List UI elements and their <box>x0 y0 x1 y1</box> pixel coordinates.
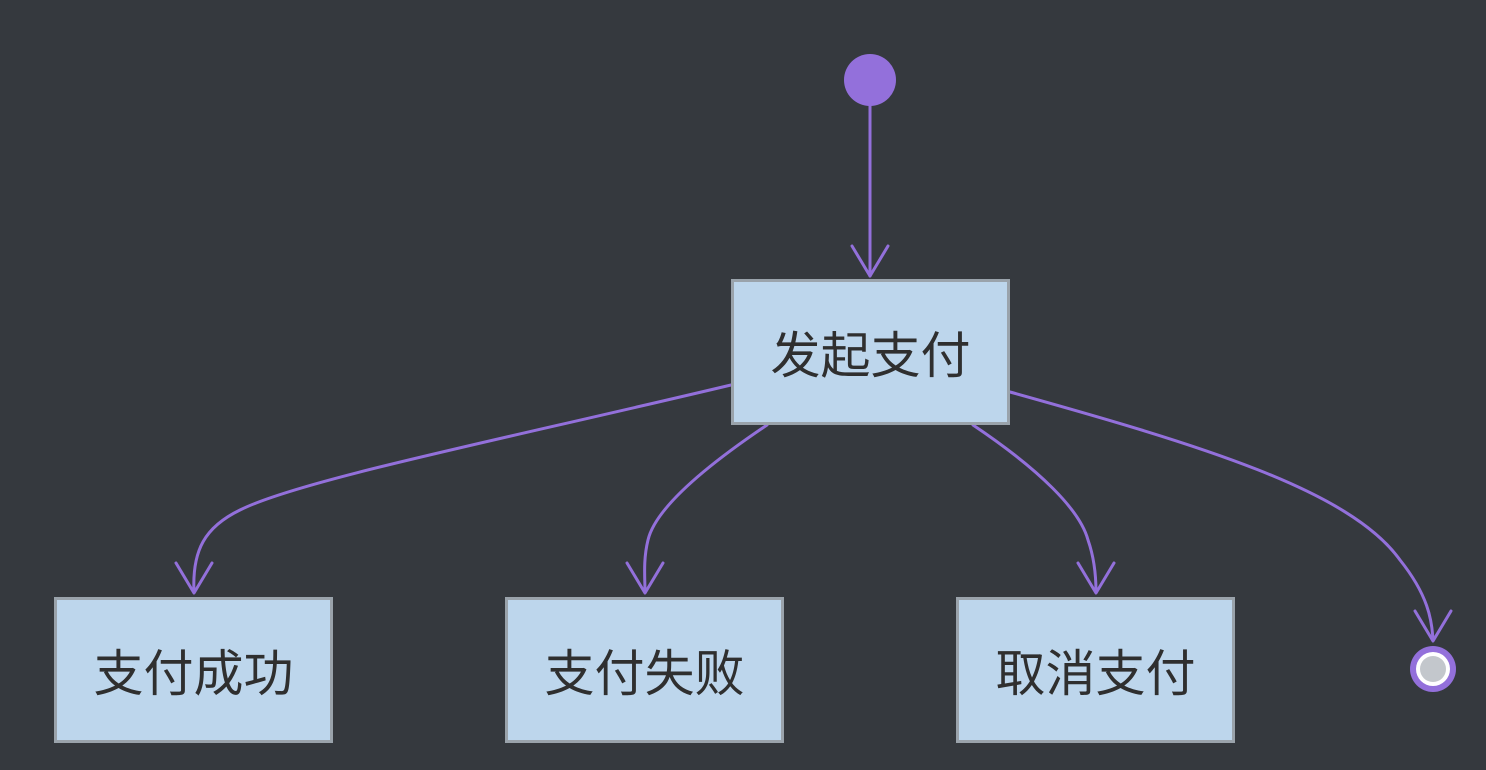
state-payment-failed: 支付失败 <box>505 597 784 743</box>
state-initiate-payment: 发起支付 <box>731 279 1010 425</box>
arrowhead-failed <box>625 561 665 595</box>
state-initiate-payment-label: 发起支付 <box>770 327 971 385</box>
transition-initiate-to-end <box>1008 390 1435 642</box>
final-state-core <box>1420 656 1446 682</box>
initial-state-dot <box>844 54 896 106</box>
state-cancel-payment-label: 取消支付 <box>995 645 1196 703</box>
transition-initiate-to-failed <box>643 423 769 594</box>
arrowhead-cancel <box>1076 561 1116 595</box>
state-cancel-payment: 取消支付 <box>956 597 1235 743</box>
arrowhead-end <box>1413 609 1453 643</box>
transition-initiate-to-success <box>192 383 733 594</box>
state-payment-success: 支付成功 <box>54 597 333 743</box>
state-payment-success-label: 支付成功 <box>93 645 294 703</box>
arrowhead-initiate <box>850 244 890 278</box>
transition-initiate-to-cancel <box>971 423 1098 594</box>
arrowhead-success <box>174 561 214 595</box>
state-payment-failed-label: 支付失败 <box>544 645 745 703</box>
